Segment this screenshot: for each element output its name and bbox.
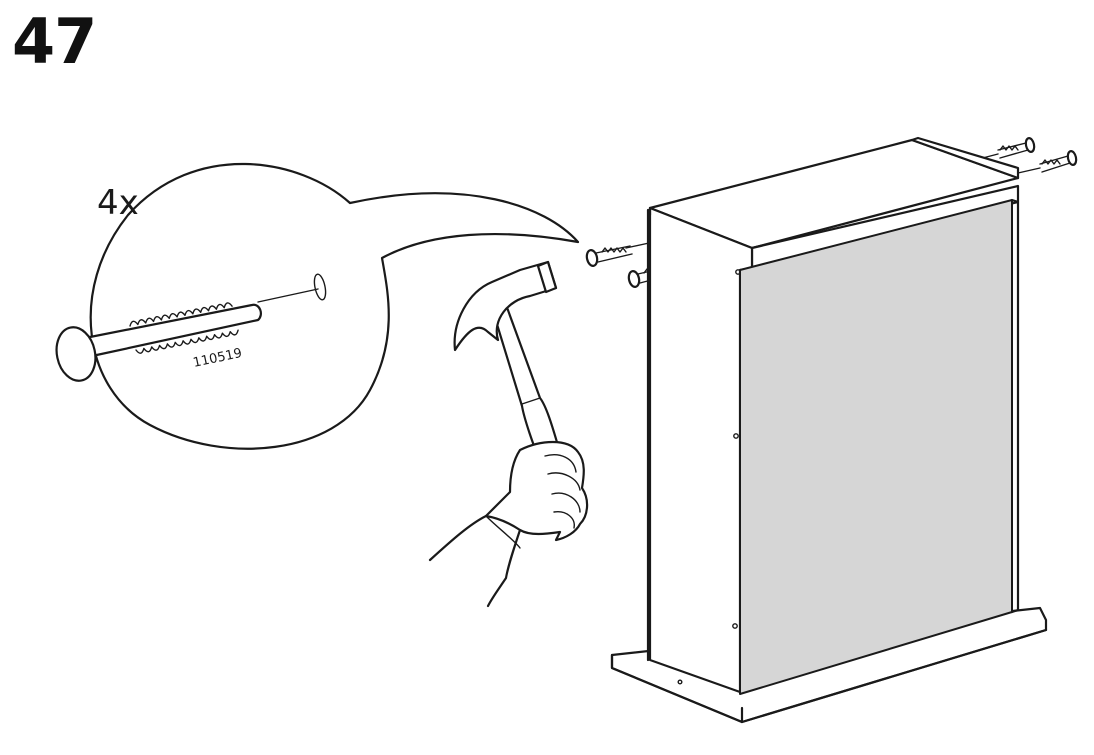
rear-rail bbox=[910, 136, 1020, 180]
hand-icon bbox=[428, 441, 589, 608]
ribbed-dowel-pin-icon bbox=[55, 273, 327, 382]
side-panel-left bbox=[648, 206, 754, 694]
hammer-head bbox=[453, 260, 558, 352]
callout-bubble-outline bbox=[89, 162, 580, 450]
forearm-sleeve bbox=[428, 514, 522, 608]
cabinet-frame bbox=[610, 136, 1048, 724]
dowel-pin bbox=[974, 137, 1036, 161]
detail-callout: 4x 110519 bbox=[55, 162, 580, 450]
insert-direction-line bbox=[257, 288, 319, 303]
front-panel bbox=[739, 199, 1013, 695]
hammer-handle bbox=[490, 300, 562, 462]
part-number-label: 110519 bbox=[192, 346, 244, 371]
pin-head bbox=[55, 326, 97, 382]
hand-fist bbox=[484, 441, 589, 542]
target-hole bbox=[313, 273, 327, 301]
hammer-icon bbox=[453, 260, 562, 462]
step-number: 47 bbox=[12, 5, 97, 78]
pin-ribs bbox=[129, 302, 239, 354]
quantity-label: 4x bbox=[97, 183, 139, 223]
dowel-pin bbox=[1017, 150, 1078, 174]
pin-shaft bbox=[83, 303, 262, 358]
